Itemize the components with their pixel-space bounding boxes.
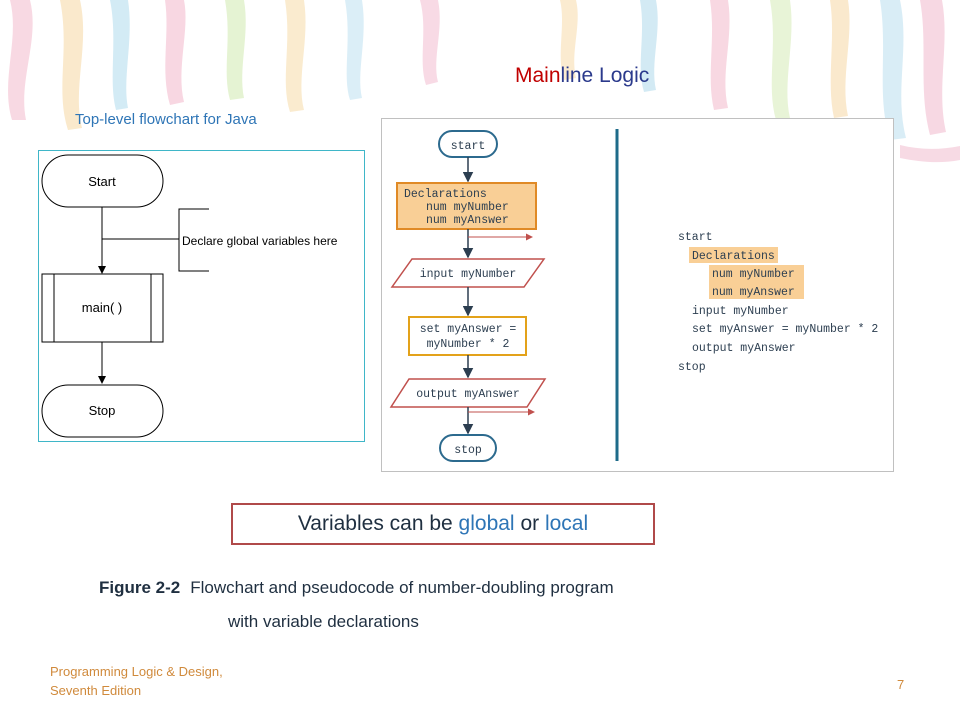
flow-decl-myanswer: num myAnswer — [426, 214, 509, 227]
pseudo-decl-mynumber: num myNumber — [712, 268, 795, 281]
variables-callout: Variables can be global or local — [231, 503, 655, 545]
figure-caption-text: Flowchart and pseudocode of number-doubl… — [190, 578, 614, 597]
pseudo-declarations: Declarations — [692, 250, 775, 263]
title-rest: line Logic — [560, 64, 650, 87]
figure-label: Figure 2-2 — [99, 578, 181, 597]
pseudo-declarations-highlight — [689, 247, 778, 263]
footer-line1: Programming Logic & Design, — [50, 664, 223, 679]
page-number: 7 — [897, 677, 905, 692]
annotation-bracket — [178, 208, 209, 272]
start-label: Start — [88, 174, 116, 189]
figure-caption-line2: with variable declarations — [228, 612, 419, 631]
process-box — [408, 316, 527, 356]
input-parallelogram — [390, 258, 546, 288]
flow-stop-label: stop — [454, 444, 482, 457]
flow-stop-terminal — [439, 434, 497, 462]
annotation-label: Declare global variables here — [182, 234, 338, 248]
variables-or: or — [514, 512, 545, 535]
flow-process-line1: set myAnswer = — [420, 323, 517, 336]
variables-global: global — [458, 512, 515, 535]
pseudo-input: input myNumber — [692, 305, 789, 318]
top-level-flowchart: Start Declare global variables here main… — [38, 150, 365, 442]
left-chart-caption: Top-level flowchart for Java — [75, 111, 257, 128]
figure-2-2: start Declarations num myNumber num myAn… — [381, 118, 894, 472]
flow-input-label: input myNumber — [420, 268, 517, 281]
pseudo-stop: stop — [678, 361, 706, 374]
title-highlight: Main — [515, 64, 561, 87]
flow-process-line2: myNumber * 2 — [427, 338, 510, 351]
stop-label: Stop — [89, 403, 116, 418]
slide-title: Mainline Logic — [515, 64, 649, 88]
footer-line2: Seventh Edition — [50, 683, 142, 698]
variables-callout-text: Variables can be global or local — [233, 503, 653, 545]
declarations-box — [396, 182, 537, 230]
output-parallelogram — [389, 378, 547, 408]
figure-2-2-svg: start Declarations num myNumber num myAn… — [389, 129, 878, 462]
flow-decl-mynumber: num myNumber — [426, 201, 509, 214]
variables-prefix: Variables can be — [297, 512, 459, 535]
flow-output-label: output myAnswer — [416, 388, 520, 401]
stop-terminal — [41, 384, 164, 438]
footer-book-title: Programming Logic & Design, Seventh Edit… — [50, 662, 223, 700]
pseudo-decl-highlight — [709, 265, 804, 299]
top-level-flowchart-svg: Start Declare global variables here main… — [41, 154, 338, 438]
pseudo-start: start — [678, 231, 713, 244]
pseudo-decl-myanswer: num myAnswer — [712, 286, 795, 299]
main-module-label: main( ) — [82, 300, 122, 315]
flow-start-label: start — [451, 140, 486, 153]
flow-declarations-title: Declarations — [404, 188, 487, 201]
pseudo-output: output myAnswer — [692, 342, 796, 355]
figure-caption-line1: Figure 2-2 Flowchart and pseudocode of nu… — [99, 578, 614, 598]
variables-local: local — [544, 512, 589, 535]
pseudo-set: set myAnswer = myNumber * 2 — [692, 323, 878, 336]
